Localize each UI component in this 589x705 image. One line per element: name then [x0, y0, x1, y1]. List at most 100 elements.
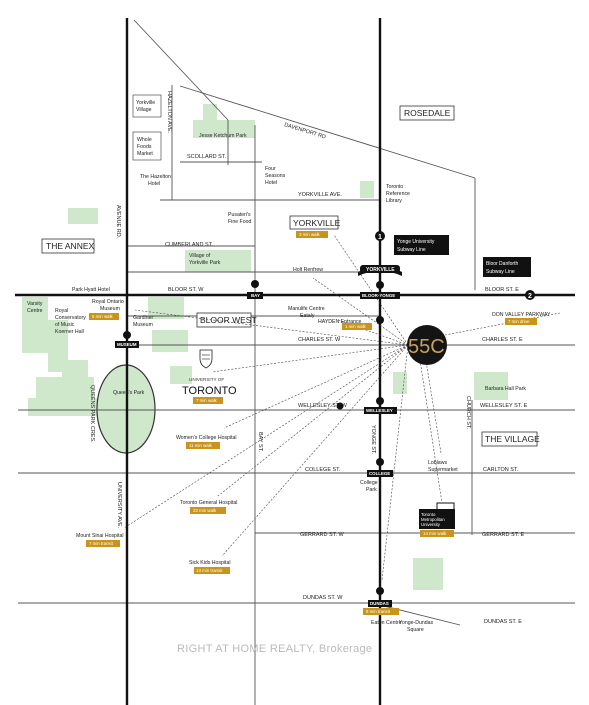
- svg-text:55C: 55C: [408, 336, 445, 358]
- building-logo: 55C: [407, 325, 447, 365]
- svg-text:Reference: Reference: [386, 191, 410, 197]
- svg-text:CHURCH ST.: CHURCH ST.: [465, 396, 471, 430]
- badge-hayden: 1 min walk: [342, 323, 372, 330]
- neighbourhood-label-the-village: THE VILLAGE: [481, 431, 540, 447]
- station-bloor-yonge: BLOOR-YONGE: [360, 281, 400, 299]
- svg-text:Hotel: Hotel: [148, 181, 160, 187]
- svg-text:Hotel: Hotel: [265, 180, 277, 186]
- neighbourhood-label-the-annex: THE ANNEX: [41, 238, 95, 254]
- major-streets: [15, 18, 575, 705]
- svg-text:UNIVERSITY OF: UNIVERSITY OF: [189, 377, 224, 382]
- svg-text:CHARLES ST. W: CHARLES ST. W: [298, 337, 341, 343]
- svg-text:THE ANNEX: THE ANNEX: [46, 241, 95, 251]
- neighbourhood-label-bloor-west: BLOOR WEST: [196, 312, 257, 328]
- svg-text:CUMBERLAND ST.: CUMBERLAND ST.: [165, 242, 213, 248]
- svg-text:QUEENS PARK CRES.: QUEENS PARK CRES.: [89, 385, 95, 443]
- svg-text:Toronto: Toronto: [386, 184, 403, 190]
- svg-text:Pusateri's: Pusateri's: [228, 212, 251, 218]
- svg-text:Yorkville Park: Yorkville Park: [189, 260, 221, 266]
- svg-text:Gardiner: Gardiner: [133, 315, 153, 321]
- badge-yorkville: 3 min walk: [296, 231, 328, 238]
- badge-mount-sinai: 7 min transit: [86, 540, 120, 547]
- line-1-icon: [375, 231, 385, 241]
- svg-text:Conservatory: Conservatory: [55, 315, 86, 321]
- poi-labels: Yorkville Village Whole Foods Market Jes…: [27, 94, 551, 633]
- svg-text:YORKVILLE: YORKVILLE: [293, 218, 341, 228]
- subway-stations: BAY BLOOR-YONGE MUSEUM WELLESLEY COLLEGE: [115, 280, 400, 607]
- station-dundas: DUNDAS: [368, 587, 392, 607]
- svg-text:3 min walk: 3 min walk: [299, 232, 321, 237]
- svg-text:Eataly: Eataly: [300, 313, 315, 319]
- subway-icon: [376, 397, 384, 405]
- svg-text:BLOOR WEST: BLOOR WEST: [200, 315, 257, 325]
- poi-yorkville-village: Yorkville Village: [132, 94, 162, 118]
- badge-sick-kids: 13 min transit: [194, 567, 230, 574]
- svg-text:GERRARD ST. E: GERRARD ST. E: [482, 532, 525, 538]
- svg-text:BLOOR ST. W: BLOOR ST. W: [168, 287, 204, 293]
- svg-text:College: College: [360, 480, 378, 486]
- svg-text:Mount Sinai Hospital: Mount Sinai Hospital: [76, 533, 124, 539]
- svg-text:COLLEGE ST.: COLLEGE ST.: [305, 467, 341, 473]
- svg-text:Four: Four: [265, 166, 276, 172]
- svg-text:DUNDAS: DUNDAS: [370, 601, 389, 606]
- svg-text:YONGE ST.: YONGE ST.: [370, 425, 376, 455]
- watermark: RIGHT AT HOME REALTY, Brokerage: [177, 643, 372, 655]
- svg-text:Foods: Foods: [137, 144, 152, 150]
- station-wellesley: WELLESLEY: [364, 397, 397, 414]
- svg-text:HAYDEN Entrance: HAYDEN Entrance: [318, 319, 362, 325]
- svg-text:BAY: BAY: [251, 293, 260, 298]
- svg-text:BAY ST.: BAY ST.: [257, 432, 263, 452]
- subway-icon: [376, 281, 384, 289]
- park-areas: [22, 104, 508, 590]
- subway-icon: [123, 331, 131, 339]
- svg-text:Subway Line: Subway Line: [486, 269, 515, 275]
- svg-text:Park Hyatt Hotel: Park Hyatt Hotel: [72, 287, 110, 293]
- station-wellesley-west: [336, 402, 344, 410]
- badge-don-valley: 7 min drive: [505, 318, 537, 325]
- svg-text:11 min walk: 11 min walk: [189, 443, 213, 448]
- svg-text:Metropolitan: Metropolitan: [421, 517, 445, 522]
- svg-text:Royal: Royal: [55, 308, 68, 314]
- svg-text:Square: Square: [407, 627, 424, 633]
- station-hayden-entrance: [376, 316, 384, 324]
- svg-text:of Music: of Music: [55, 322, 75, 328]
- svg-text:22 min walk: 22 min walk: [193, 508, 217, 513]
- svg-text:WELLESLEY ST. E: WELLESLEY ST. E: [480, 403, 528, 409]
- svg-text:1 min walk: 1 min walk: [345, 324, 367, 329]
- svg-text:Koerner Hall: Koerner Hall: [55, 329, 84, 335]
- svg-text:COLLEGE: COLLEGE: [369, 471, 390, 476]
- svg-text:7 min drive: 7 min drive: [508, 319, 530, 324]
- svg-text:TORONTO: TORONTO: [182, 385, 237, 397]
- svg-text:Women's College Hospital: Women's College Hospital: [176, 435, 237, 441]
- university-of-toronto-logo: UNIVERSITY OF TORONTO: [182, 349, 237, 397]
- badge-rom: 5 min walk: [89, 313, 119, 320]
- neighbourhood-label-rosedale: ROSEDALE: [399, 105, 455, 121]
- svg-text:Market: Market: [137, 151, 153, 157]
- svg-text:13 min transit: 13 min transit: [196, 568, 223, 573]
- badge-tmu: 14 min walk: [420, 530, 454, 537]
- svg-text:Whole: Whole: [137, 137, 152, 143]
- svg-text:CHARLES ST. E: CHARLES ST. E: [482, 337, 523, 343]
- badge-womens-college: 11 min walk: [186, 442, 220, 449]
- badge-general-hospital: 22 min walk: [190, 507, 226, 514]
- poi-whole-foods: Whole Foods Market: [132, 131, 162, 161]
- svg-text:University: University: [421, 522, 441, 527]
- subway-icon: [376, 587, 384, 595]
- svg-text:Loblaws: Loblaws: [428, 460, 447, 466]
- station-bay: BAY: [247, 280, 263, 299]
- svg-text:DON VALLEY PARKWAY: DON VALLEY PARKWAY: [492, 312, 551, 318]
- svg-text:Yorkville: Yorkville: [136, 100, 155, 106]
- svg-text:7 min transit: 7 min transit: [89, 541, 114, 546]
- svg-text:UNIVERSITY AVE.: UNIVERSITY AVE.: [116, 482, 122, 529]
- svg-text:Museum: Museum: [100, 306, 120, 312]
- subway-icon: [376, 458, 384, 466]
- svg-text:WELLESLEY: WELLESLEY: [366, 408, 393, 413]
- svg-text:Supermarket: Supermarket: [428, 467, 458, 473]
- line-2-icon: [525, 290, 535, 300]
- svg-text:YORKVILLE: YORKVILLE: [366, 267, 395, 273]
- svg-text:DUNDAS ST. E: DUNDAS ST. E: [484, 619, 522, 625]
- svg-text:Centre: Centre: [27, 308, 43, 314]
- svg-text:THE VILLAGE: THE VILLAGE: [485, 434, 540, 444]
- subway-icon: [336, 402, 344, 410]
